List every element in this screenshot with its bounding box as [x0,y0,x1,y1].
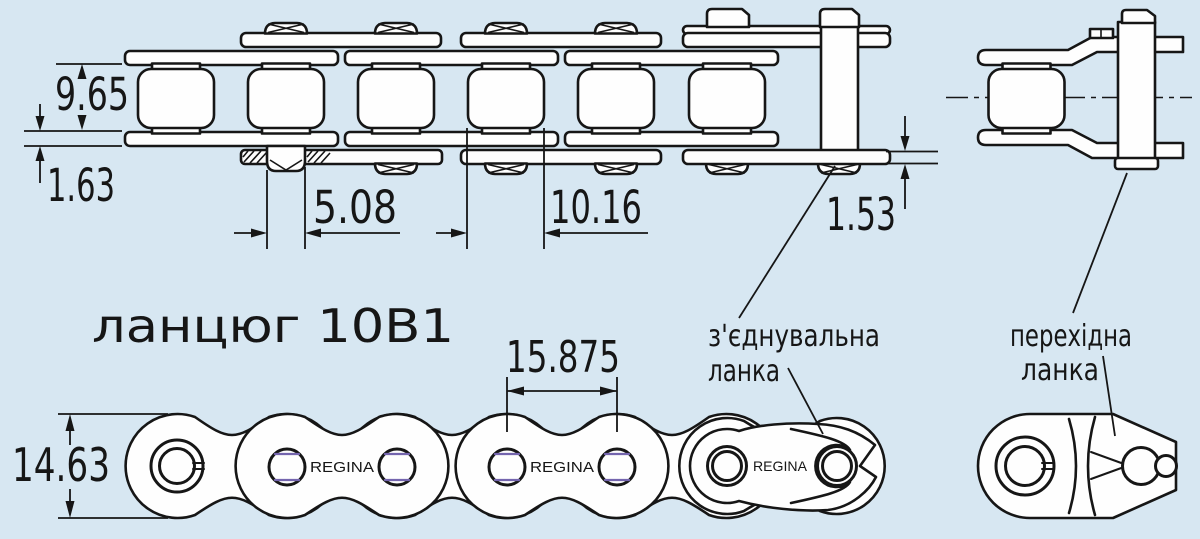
brand-stamp: REGINA [753,458,808,474]
roller [987,62,1066,135]
roller [576,62,656,135]
label-connecting-link: з'єднувальна [708,319,880,354]
connecting-link-side [681,7,892,166]
connecting-pin [819,24,860,154]
svg-text:5.08: 5.08 [313,181,397,234]
pin-cap [263,21,309,35]
svg-text:10.16: 10.16 [550,181,642,234]
pin-head [818,7,861,29]
end-pin-head [149,438,205,494]
dimension-pitch: 15.875 [506,332,620,432]
dimension-outer-plate-thickness: 1.53 [826,116,938,241]
bushing-marks [273,452,631,482]
svg-text:1.53: 1.53 [826,188,896,241]
bushing-hole [597,447,637,487]
pin-head [705,7,751,29]
cotter-clip [1090,446,1178,486]
outer-plate [459,31,663,49]
inner-plate [343,130,560,148]
pin-cap [373,162,419,176]
roller [466,62,546,135]
pin-hole [1004,445,1046,487]
svg-text:9.65: 9.65 [55,68,129,121]
pin-head-plan [821,450,853,482]
dimension-inner-plate-thickness: 1.63 [24,104,122,212]
annotations: 9.65 1.63 5.08 10.16 1.53 [12,63,1132,519]
svg-text:1.63: 1.63 [47,159,115,212]
roller [687,62,767,135]
spring-clip-loop [789,427,852,505]
pin-head [1113,156,1160,171]
dimension-pin-diameter: 5.08 [234,167,400,249]
roller [356,62,436,135]
bend-lines [1067,415,1097,517]
roller [136,62,216,135]
roller [246,62,326,135]
connecting-plate [681,148,892,166]
pin-cap [373,21,419,35]
drawing-title: ланцюг 10В1 [92,299,454,353]
pin-cap [593,162,639,176]
brand-stamp: REGINA [310,459,374,476]
side-view [123,7,892,176]
inner-plate [563,130,780,148]
dimension-roller-diameter: 10.16 [436,128,648,249]
leader-connecting-link [787,367,824,435]
sectioned-outer-plate [239,144,444,173]
label-offset-link: перехідна [1010,319,1132,354]
leader-offset-link [1102,355,1116,437]
svg-text:14.63: 14.63 [12,438,110,492]
leader-offset-link [1072,172,1128,314]
leader-connecting-link [738,165,836,319]
label-offset-link: ланка [1021,353,1099,388]
dimension-plate-height: 14.63 [12,413,168,519]
inner-plate [123,49,340,67]
bushing-hole [377,447,417,487]
brand-stamp: REGINA [530,459,594,476]
offset-pin [1116,20,1157,162]
bushing-hole [267,447,307,487]
offset-link-side [946,8,1192,171]
pin-cap [483,21,529,35]
pin-head-plan [711,450,743,482]
pin-cap [483,162,529,176]
hatching [242,150,331,164]
offset-link-plan [976,412,1178,520]
rivet-pin-section [265,144,307,173]
svg-text:15.875: 15.875 [506,332,620,383]
outer-plate [459,148,663,166]
dimension-inner-width: 9.65 [24,63,129,132]
inner-plate [563,49,780,67]
bushing-hole [487,447,527,487]
inner-plate [123,130,340,148]
label-connecting-link: ланка [708,354,780,389]
plan-view: REGINA REGINA REGINA [124,412,886,520]
pin-cap [593,21,639,35]
inner-plate [343,49,560,67]
pin-head [1120,8,1157,25]
inner-plate-plan [234,412,450,520]
outer-plate [239,31,443,49]
